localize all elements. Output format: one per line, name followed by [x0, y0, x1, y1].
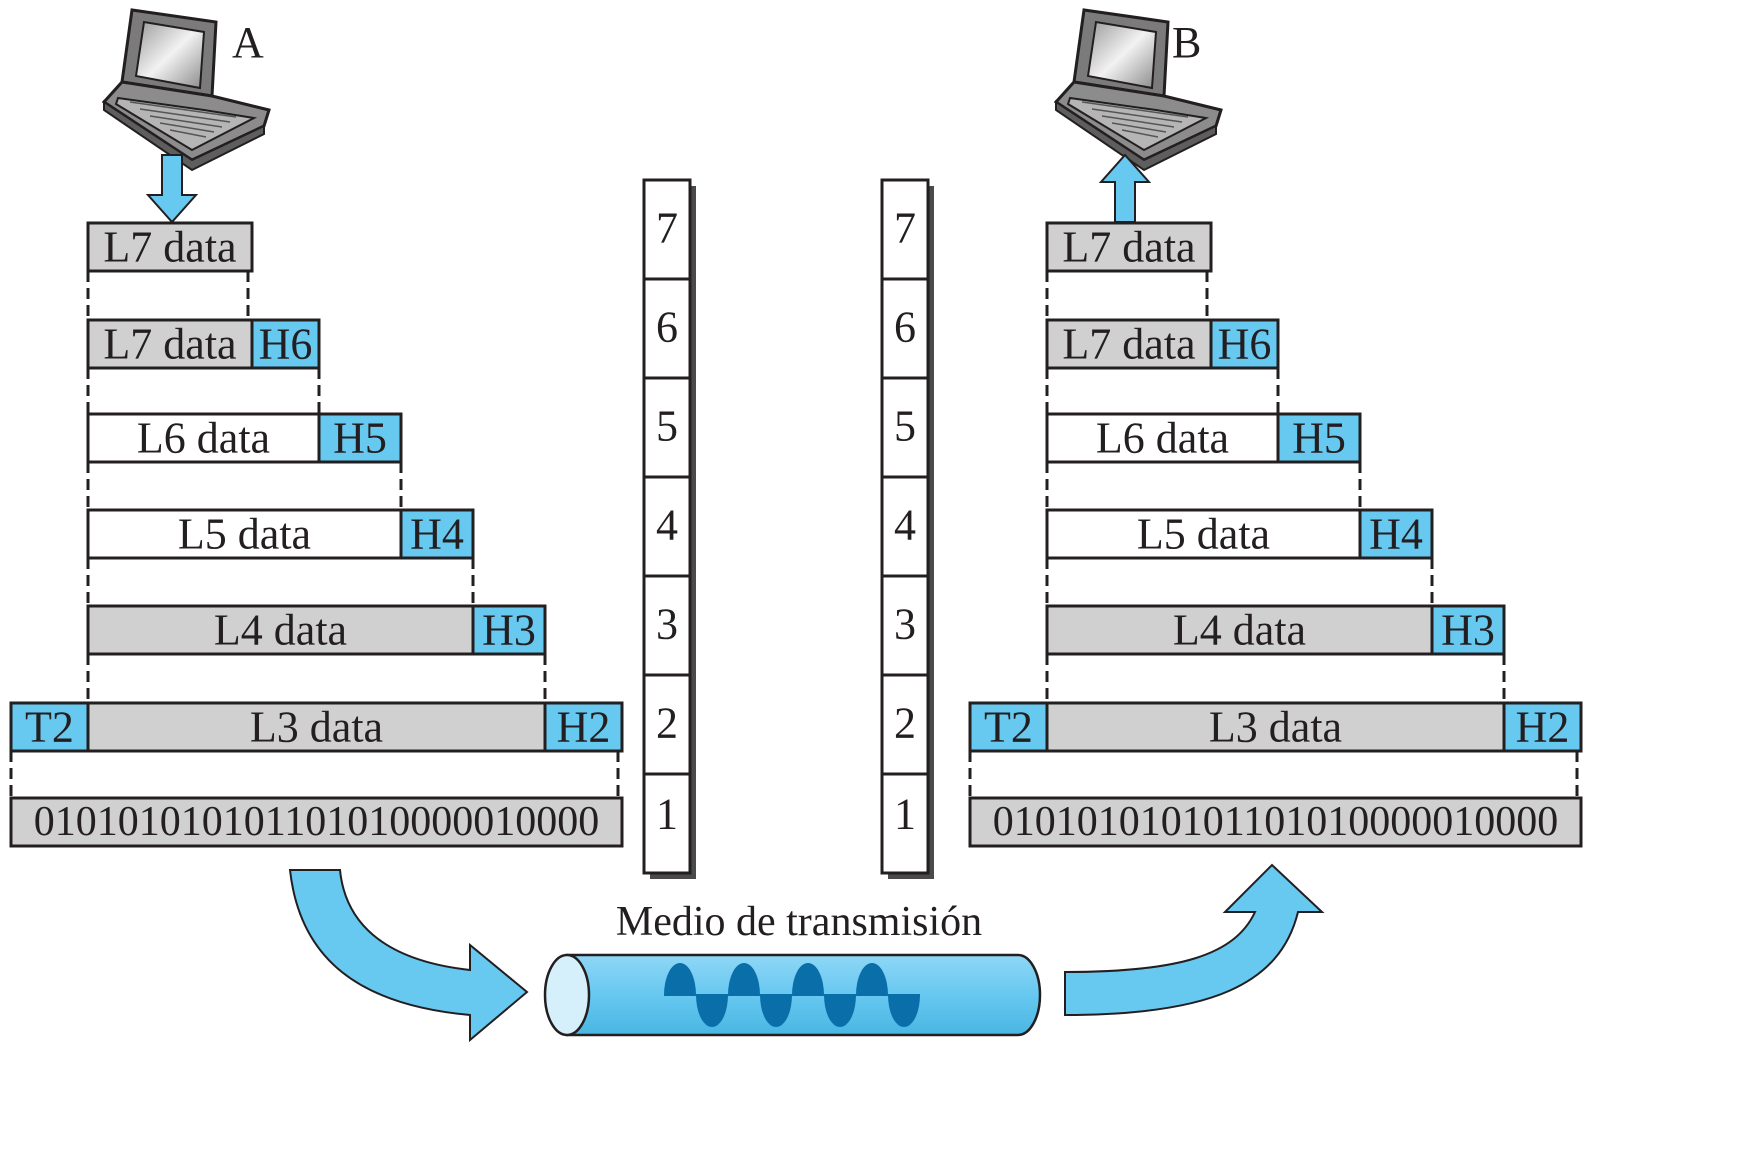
bit-stream: [968, 796, 1583, 848]
curved-arrow-icon: [1064, 863, 1325, 1017]
trailer-label: T2: [25, 703, 74, 752]
layer-cell: [642, 772, 692, 875]
host-b-label: B: [1172, 18, 1201, 67]
down-arrow-icon: [145, 154, 199, 224]
header-label: H6: [259, 320, 313, 369]
header-label: H3: [1441, 606, 1495, 655]
layer-number: 4: [656, 501, 678, 550]
layer-number: 1: [656, 790, 678, 839]
header-segment: [1276, 412, 1362, 464]
data-segment-label: L6 data: [1096, 414, 1229, 463]
data-segment: [1045, 508, 1362, 560]
curved-arrow-icon: [288, 869, 529, 1043]
header-segment: [1430, 604, 1506, 656]
layer-number: 4: [894, 501, 916, 550]
layer-number: 5: [656, 402, 678, 451]
header-segment: [317, 412, 403, 464]
data-segment: [1045, 412, 1280, 464]
layer-column-right: 7 6 5 4 3 2 1: [880, 178, 934, 879]
data-segment-label: L7 data: [103, 320, 236, 369]
bit-stream-label: 010101010101101010000010000: [34, 799, 599, 845]
sine-wave-icon: [664, 963, 920, 1027]
header-label: H2: [557, 703, 611, 752]
data-segment-label: L5 data: [178, 510, 311, 559]
layer-cell: [880, 772, 930, 875]
up-arrow-icon: [1098, 153, 1152, 223]
header-segment: [250, 318, 321, 370]
header-label: H4: [1369, 510, 1423, 559]
header-segment: [471, 604, 547, 656]
layer-number: 7: [894, 204, 916, 253]
host-a-label: A: [232, 18, 264, 67]
trailer-label: T2: [984, 703, 1033, 752]
trailer-segment: [9, 701, 90, 753]
header-segment: [1502, 701, 1583, 753]
header-segment: [543, 701, 624, 753]
data-segment-label: L4 data: [214, 606, 347, 655]
data-segment: [1045, 604, 1434, 656]
layer-number: 3: [656, 600, 678, 649]
data-segment-label: L7 data: [1062, 320, 1195, 369]
data-segment-label: L4 data: [1173, 606, 1306, 655]
data-segment: [1045, 221, 1213, 273]
layer-number: 2: [894, 699, 916, 748]
data-segment: [1045, 701, 1506, 753]
data-segment-label: L5 data: [1137, 510, 1270, 559]
data-segment-label: L3 data: [250, 703, 383, 752]
layer-number: 5: [894, 402, 916, 451]
layer-number: 6: [656, 303, 678, 352]
header-segment: [1358, 508, 1434, 560]
layer-column-left: 7 6 5 4 3 2 1: [642, 178, 696, 879]
layer-number: 2: [656, 699, 678, 748]
header-label: H5: [1292, 414, 1346, 463]
header-segment: [399, 508, 475, 560]
layer-number: 7: [656, 204, 678, 253]
header-label: H5: [333, 414, 387, 463]
layer-cell: [642, 673, 692, 776]
header-label: H3: [482, 606, 536, 655]
layer-number: 6: [894, 303, 916, 352]
header-label: H6: [1218, 320, 1272, 369]
layer-cell: [880, 673, 930, 776]
data-segment-label: L3 data: [1209, 703, 1342, 752]
data-segment: [1045, 318, 1213, 370]
header-label: H4: [410, 510, 464, 559]
trailer-segment: [968, 701, 1049, 753]
layer-number: 1: [894, 790, 916, 839]
data-segment-label: L7 data: [103, 223, 236, 272]
bit-stream-label: 010101010101101010000010000: [993, 799, 1558, 845]
layer-cell: [880, 475, 930, 578]
bit-stream: [9, 796, 624, 848]
data-segment-label: L7 data: [1062, 223, 1195, 272]
data-segment-label: L6 data: [137, 414, 270, 463]
header-label: H2: [1516, 703, 1570, 752]
medium-label: Medio de transmisión: [616, 899, 982, 945]
header-segment: [1209, 318, 1280, 370]
layer-cell: [880, 574, 930, 677]
layer-number: 3: [894, 600, 916, 649]
data-segment: [86, 221, 254, 273]
data-segment: [86, 508, 403, 560]
layer-cell: [880, 178, 930, 281]
layer-cell: [642, 277, 692, 380]
